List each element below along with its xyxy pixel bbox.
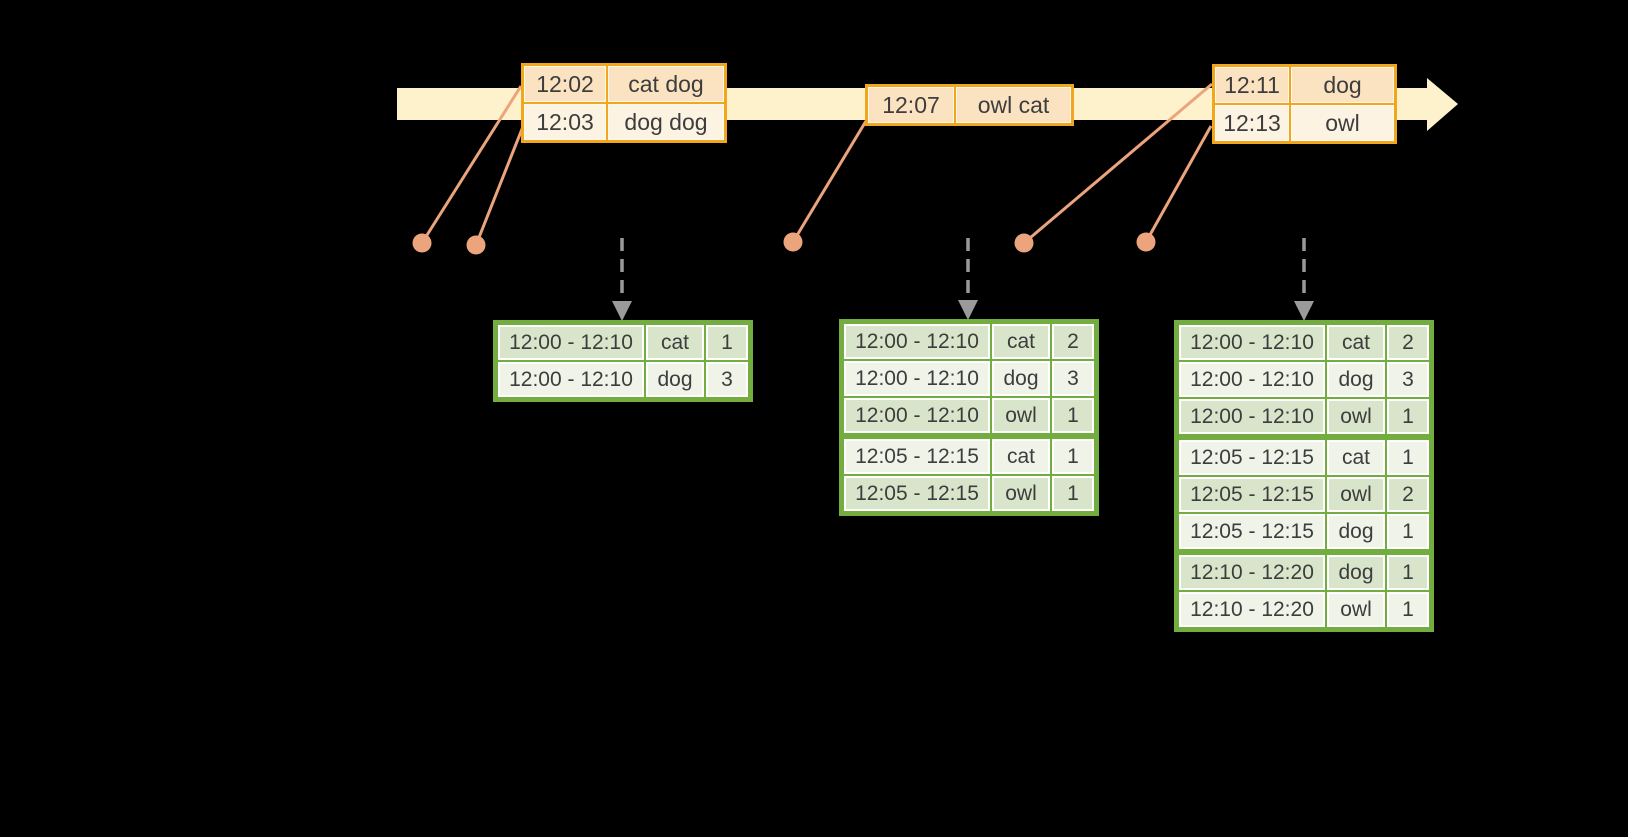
result-window-cell: 12:00 - 12:10 bbox=[498, 362, 644, 397]
result-count-cell: 2 bbox=[1387, 325, 1429, 360]
event-row: 12:03 dog dog bbox=[524, 104, 724, 140]
event-dot bbox=[783, 232, 803, 252]
result-count-cell: 1 bbox=[1387, 440, 1429, 475]
result-window-cell: 12:05 - 12:15 bbox=[844, 439, 990, 474]
result-window-cell: 12:00 - 12:10 bbox=[498, 325, 644, 360]
event-words-cell: dog dog bbox=[608, 104, 724, 140]
result-row: 12:05 - 12:15 owl 2 bbox=[1179, 477, 1429, 512]
result-count-cell: 1 bbox=[1387, 592, 1429, 627]
event-table-1: 12:02 cat dog 12:03 dog dog bbox=[521, 63, 727, 143]
event-table-2: 12:07 owl cat bbox=[865, 84, 1074, 126]
result-word-cell: dog bbox=[1327, 555, 1385, 590]
result-count-cell: 1 bbox=[1052, 476, 1094, 511]
result-word-cell: cat bbox=[992, 439, 1050, 474]
event-table-3: 12:11 dog 12:13 owl bbox=[1212, 64, 1397, 144]
result-window-cell: 12:05 - 12:15 bbox=[844, 476, 990, 511]
event-time-cell: 12:13 bbox=[1215, 105, 1289, 141]
result-count-cell: 1 bbox=[1387, 399, 1429, 434]
result-count-cell: 1 bbox=[1052, 439, 1094, 474]
event-words-cell: owl bbox=[1291, 105, 1394, 141]
trigger-arrow-icon bbox=[612, 238, 632, 321]
result-word-cell: cat bbox=[1327, 440, 1385, 475]
result-word-cell: owl bbox=[1327, 399, 1385, 434]
result-window-cell: 12:00 - 12:10 bbox=[1179, 325, 1325, 360]
result-count-cell: 1 bbox=[1387, 514, 1429, 549]
result-table-1: 12:00 - 12:10 cat 1 12:00 - 12:10 dog 3 bbox=[493, 320, 753, 402]
event-connector-line bbox=[791, 120, 868, 243]
result-window-cell: 12:05 - 12:15 bbox=[1179, 514, 1325, 549]
result-word-cell: owl bbox=[992, 476, 1050, 511]
event-time-cell: 12:07 bbox=[868, 87, 954, 123]
result-window-cell: 12:10 - 12:20 bbox=[1179, 592, 1325, 627]
result-count-cell: 1 bbox=[1387, 555, 1429, 590]
result-row: 12:05 - 12:15 owl 1 bbox=[844, 476, 1094, 511]
result-word-cell: cat bbox=[646, 325, 704, 360]
result-count-cell: 3 bbox=[1052, 361, 1094, 396]
result-count-cell: 1 bbox=[1052, 398, 1094, 433]
result-word-cell: cat bbox=[992, 324, 1050, 359]
event-connector-line bbox=[420, 85, 523, 244]
event-words-cell: cat dog bbox=[608, 66, 724, 102]
result-count-cell: 2 bbox=[1387, 477, 1429, 512]
result-row: 12:00 - 12:10 dog 3 bbox=[498, 362, 748, 397]
timeline-arrowhead-icon bbox=[1427, 78, 1458, 131]
event-row: 12:11 dog bbox=[1215, 67, 1394, 103]
result-word-cell: owl bbox=[1327, 477, 1385, 512]
result-count-cell: 3 bbox=[706, 362, 748, 397]
trigger-arrow-icon bbox=[1294, 238, 1314, 321]
result-window-cell: 12:10 - 12:20 bbox=[1179, 555, 1325, 590]
event-connector-line bbox=[1023, 82, 1213, 245]
result-count-cell: 2 bbox=[1052, 324, 1094, 359]
result-word-cell: dog bbox=[992, 361, 1050, 396]
event-row: 12:02 cat dog bbox=[524, 66, 724, 102]
result-row: 12:00 - 12:10 owl 1 bbox=[1179, 399, 1429, 434]
result-window-cell: 12:05 - 12:15 bbox=[1179, 440, 1325, 475]
result-window-cell: 12:00 - 12:10 bbox=[844, 398, 990, 433]
result-row: 12:05 - 12:15 dog 1 bbox=[1179, 514, 1429, 549]
event-row: 12:13 owl bbox=[1215, 105, 1394, 141]
result-word-cell: cat bbox=[1327, 325, 1385, 360]
event-dot bbox=[466, 235, 486, 255]
result-row: 12:10 - 12:20 dog 1 bbox=[1179, 555, 1429, 590]
result-table-3: 12:00 - 12:10 cat 2 12:00 - 12:10 dog 3 … bbox=[1174, 320, 1434, 632]
result-word-cell: dog bbox=[646, 362, 704, 397]
result-count-cell: 1 bbox=[706, 325, 748, 360]
event-dot bbox=[1136, 232, 1156, 252]
event-time-cell: 12:11 bbox=[1215, 67, 1289, 103]
result-row: 12:00 - 12:10 dog 3 bbox=[1179, 362, 1429, 397]
event-words-cell: owl cat bbox=[956, 87, 1071, 123]
result-word-cell: owl bbox=[1327, 592, 1385, 627]
result-window-cell: 12:00 - 12:10 bbox=[1179, 399, 1325, 434]
event-connector-line bbox=[474, 123, 526, 246]
event-connector-line bbox=[1144, 125, 1213, 243]
result-table-2: 12:00 - 12:10 cat 2 12:00 - 12:10 dog 3 … bbox=[839, 319, 1099, 516]
result-row: 12:00 - 12:10 cat 1 bbox=[498, 325, 748, 360]
event-words-cell: dog bbox=[1291, 67, 1394, 103]
event-time-cell: 12:03 bbox=[524, 104, 606, 140]
result-word-cell: owl bbox=[992, 398, 1050, 433]
event-row: 12:07 owl cat bbox=[868, 87, 1071, 123]
result-row: 12:00 - 12:10 cat 2 bbox=[844, 324, 1094, 359]
event-dot bbox=[412, 233, 432, 253]
event-time-cell: 12:02 bbox=[524, 66, 606, 102]
result-row: 12:10 - 12:20 owl 1 bbox=[1179, 592, 1429, 627]
result-row: 12:05 - 12:15 cat 1 bbox=[1179, 440, 1429, 475]
result-window-cell: 12:05 - 12:15 bbox=[1179, 477, 1325, 512]
result-word-cell: dog bbox=[1327, 362, 1385, 397]
result-word-cell: dog bbox=[1327, 514, 1385, 549]
result-row: 12:00 - 12:10 dog 3 bbox=[844, 361, 1094, 396]
trigger-arrow-icon bbox=[958, 238, 978, 320]
result-row: 12:05 - 12:15 cat 1 bbox=[844, 439, 1094, 474]
result-window-cell: 12:00 - 12:10 bbox=[844, 324, 990, 359]
event-dot bbox=[1014, 233, 1034, 253]
result-count-cell: 3 bbox=[1387, 362, 1429, 397]
result-window-cell: 12:00 - 12:10 bbox=[844, 361, 990, 396]
result-row: 12:00 - 12:10 owl 1 bbox=[844, 398, 1094, 433]
result-row: 12:00 - 12:10 cat 2 bbox=[1179, 325, 1429, 360]
result-window-cell: 12:00 - 12:10 bbox=[1179, 362, 1325, 397]
